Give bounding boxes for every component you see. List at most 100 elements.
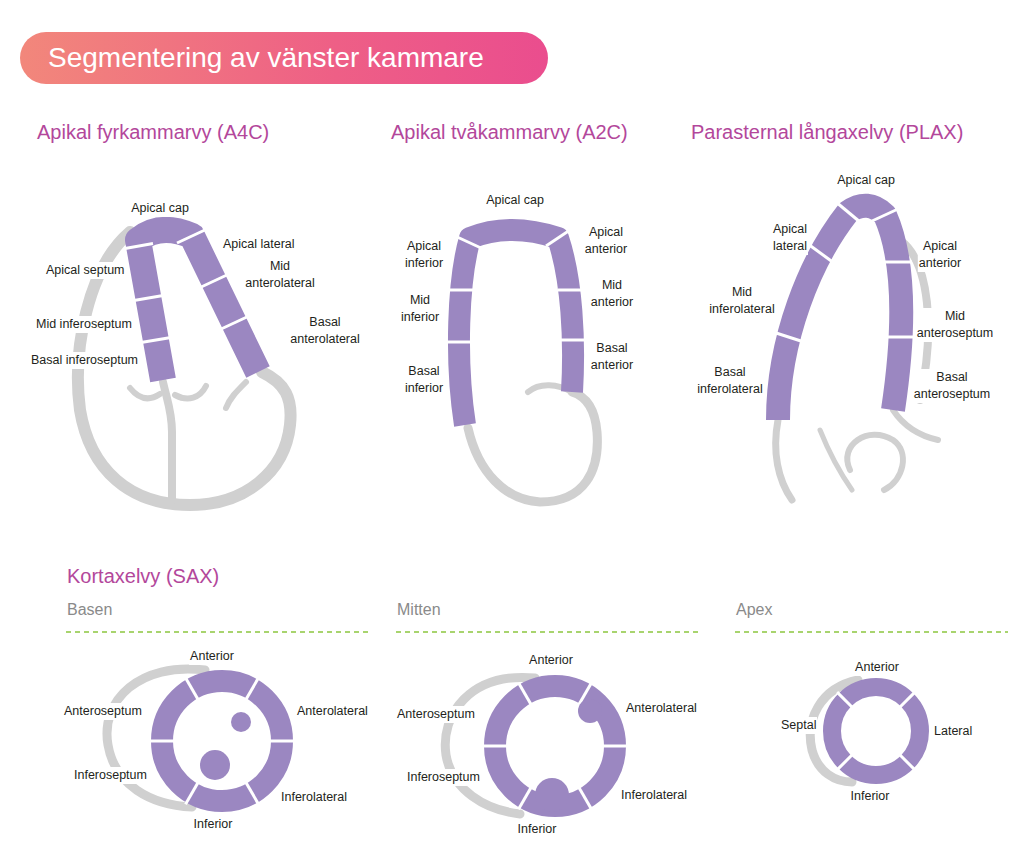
segment-divider: [138, 337, 174, 343]
segment-divider: [444, 341, 472, 344]
segment-label: Apical anterior: [584, 224, 628, 258]
dashed-rule: [735, 631, 1008, 633]
aortic-root: [893, 410, 938, 440]
level-heading: Apex: [735, 600, 773, 620]
level-heading: Mitten: [396, 600, 442, 620]
segment-label: Anterior: [854, 659, 900, 676]
segment-dividers: [444, 230, 587, 342]
segment-divider: [837, 692, 853, 708]
papillary-muscle: [200, 750, 230, 780]
segment-label: Inferior: [517, 821, 558, 838]
atrium-outline: [776, 420, 792, 500]
section-heading: Kortaxelvy (SAX): [66, 564, 220, 588]
segment-label: Inferolateral: [280, 789, 348, 806]
dashed-rule-group: [66, 631, 1008, 633]
segment-label: Apical cap: [836, 172, 896, 189]
valve-leaflet: [175, 386, 206, 398]
segment-divider: [519, 787, 532, 810]
segment-label: Inferior: [850, 788, 891, 805]
papillary-muscle: [578, 699, 602, 723]
segment-divider: [149, 740, 175, 743]
segment-divider: [246, 678, 259, 701]
segment-label: Mid anterior: [590, 277, 634, 311]
segment-divider: [177, 229, 207, 243]
segment-divider: [125, 244, 153, 249]
segment-divider: [773, 332, 804, 342]
segment-label: Inferolateral: [620, 787, 688, 804]
segment-label: Apical lateral: [222, 236, 296, 253]
valve-leaflet: [130, 388, 160, 398]
segment-label: Mid inferior: [400, 292, 440, 326]
segment-divider: [559, 339, 587, 342]
lv-myocardium: [459, 230, 573, 425]
segment-label: Anteroseptum: [396, 706, 476, 723]
segment-label: Anterolateral: [625, 700, 698, 717]
segment-divider: [186, 678, 199, 701]
segment-label: Basal inferior: [404, 363, 444, 397]
segment-label: Basal inferolateral: [696, 364, 763, 398]
segment-divider: [899, 692, 915, 708]
title-banner: Segmentering av vänster kammare: [20, 32, 548, 84]
segment-divider: [602, 745, 628, 748]
segment-divider: [579, 787, 592, 810]
valve-leaflet: [226, 382, 246, 408]
segment-divider: [884, 261, 912, 264]
dashed-rule: [66, 631, 368, 633]
segment-divider: [482, 745, 508, 748]
segment-divider: [872, 209, 898, 221]
segment-label: Mid anteroseptum: [916, 308, 994, 342]
segment-label: Inferoseptum: [406, 769, 481, 786]
septum-base: [163, 382, 172, 500]
segment-divider: [246, 782, 259, 805]
segment-divider: [455, 236, 481, 248]
valve-leaflet: [820, 430, 852, 490]
segment-divider: [519, 683, 532, 706]
segment-divider: [886, 336, 914, 339]
segment-label: Apical cap: [130, 200, 190, 217]
segment-label: Mid inferolateral: [708, 284, 775, 318]
segment-divider: [186, 782, 199, 805]
dashed-rule: [396, 631, 700, 633]
segment-label: Anterolateral: [296, 703, 369, 720]
segment-label: Apical inferior: [404, 238, 444, 272]
segment-divider: [899, 754, 915, 770]
segment-label: Basal anterolateral: [289, 314, 360, 348]
segment-label: Anterior: [189, 648, 235, 665]
segment-label: Lateral: [933, 723, 973, 740]
segment-label: Mid inferoseptum: [35, 316, 133, 333]
section-heading: Apikal fyrkammarvy (A4C): [36, 120, 270, 144]
segment-label: Mid anterolateral: [244, 258, 315, 292]
segment-label: Apical anterior: [918, 238, 962, 272]
lv-ring: [832, 687, 920, 775]
segment-divider: [546, 230, 570, 246]
segment-label: Apical lateral: [772, 221, 808, 255]
segment-divider: [269, 740, 295, 743]
segment-divider: [219, 316, 249, 330]
segment-label: Apical cap: [485, 192, 545, 209]
aortic-valve: [847, 435, 903, 490]
segment-divider: [445, 289, 473, 292]
segment-divider: [837, 754, 853, 770]
papillary-muscle: [231, 712, 251, 732]
short-axis-rings: [107, 669, 920, 814]
segment-label: Inferior: [193, 816, 234, 833]
segment-divider: [199, 274, 229, 288]
segment-label: Basal inferoseptum: [30, 352, 139, 369]
lv-ring: [162, 681, 282, 801]
segment-label: Septal: [780, 717, 817, 734]
segment-label: Anterior: [528, 652, 574, 669]
segment-label: Anteroseptum: [63, 703, 143, 720]
level-heading: Basen: [66, 600, 113, 620]
segment-label: Apical septum: [45, 262, 126, 279]
a2c-outline: [468, 385, 597, 502]
segment-label: Basal anteroseptum: [913, 369, 991, 403]
segment-divider: [558, 289, 586, 292]
segment-divider: [836, 202, 860, 222]
segment-label: Inferoseptum: [73, 767, 148, 784]
papillary-muscle: [535, 778, 569, 812]
segment-divider: [131, 295, 166, 301]
segment-divider: [808, 244, 834, 263]
title-text: Segmentering av vänster kammare: [48, 32, 484, 84]
atrium-outline: [468, 392, 597, 502]
